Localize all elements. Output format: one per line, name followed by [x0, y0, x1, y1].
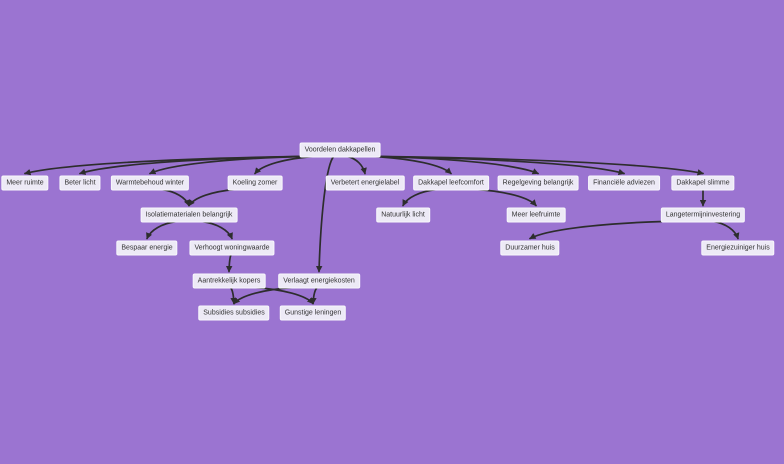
edge-dakkapel-leefcomfort-to-meer-leefruimte [475, 188, 537, 207]
edge-koeling-zomer-to-isolatiematerialen-belangrijk [188, 188, 237, 207]
mindmap-node-gunstige-leningen[interactable]: Gunstige leningen [279, 305, 347, 321]
edge-langetermijninvestering-to-duurzamer-huis [529, 220, 664, 240]
mindmap-node-aantrekkelijk-kopers[interactable]: Aantrekkelijk kopers [192, 273, 266, 289]
edge-root-to-warmtebehoud-winter [149, 155, 303, 175]
edge-dakkapel-leefcomfort-to-natuurlijk-licht [402, 188, 438, 207]
edge-verhoogt-woningwaarde-to-aantrekkelijk-kopers [225, 253, 233, 273]
mindmap-node-langetermijninvestering[interactable]: Langetermijninvestering [660, 207, 746, 223]
edge-verlaagt-energiekosten-to-subsidies-subsidies [233, 286, 295, 305]
mindmap-node-natuurlijk-licht[interactable]: Natuurlijk licht [376, 207, 430, 223]
mindmap-node-meer-leefruimte[interactable]: Meer leefruimte [506, 207, 566, 223]
edge-langetermijninvestering-to-energiezuiniger-huis [712, 220, 740, 240]
edge-root-to-verlaagt-energiekosten [315, 155, 335, 273]
edge-aantrekkelijk-kopers-to-subsidies-subsidies [229, 286, 237, 305]
mindmap-node-energiezuiniger-huis[interactable]: Energiezuiniger huis [701, 240, 775, 256]
mindmap-node-beter-licht[interactable]: Beter licht [59, 175, 101, 191]
edge-aantrekkelijk-kopers-to-gunstige-leningen [253, 286, 314, 305]
mindmap-node-verbetert-energielabel[interactable]: Verbetert energielabel [325, 175, 405, 191]
mindmap-node-meer-ruimte[interactable]: Meer ruimte [1, 175, 49, 191]
edge-root-to-meer-ruimte [24, 155, 303, 176]
mindmap-node-duurzamer-huis[interactable]: Duurzamer huis [500, 240, 560, 256]
mindmap-node-koeling-zomer[interactable]: Koeling zomer [227, 175, 283, 191]
mindmap-node-financiele-adviezen[interactable]: Financiële adviezen [588, 175, 660, 191]
mindmap-node-verlaagt-energiekosten[interactable]: Verlaagt energiekosten [278, 273, 360, 289]
mindmap-node-subsidies-subsidies[interactable]: Subsidies subsidies [198, 305, 270, 321]
mindmap-node-dakkapel-slimme[interactable]: Dakkapel slimme [671, 175, 735, 191]
edge-isolatiematerialen-belangrijk-to-verhoogt-woningwaarde [201, 220, 233, 240]
edge-warmtebehoud-winter-to-isolatiematerialen-belangrijk [160, 188, 190, 207]
mindmap-node-dakkapel-leefcomfort[interactable]: Dakkapel leefcomfort [413, 175, 489, 191]
mindmap-node-verhoogt-woningwaarde[interactable]: Verhoogt woningwaarde [189, 240, 275, 256]
mindmap-node-regelgeving-belangrijk[interactable]: Regelgeving belangrijk [497, 175, 579, 191]
edge-root-to-dakkapel-slimme [377, 155, 704, 176]
edge-root-to-verbetert-energielabel [346, 155, 367, 175]
mindmap-node-bespaar-energie[interactable]: Bespaar energie [116, 240, 178, 256]
edge-isolatiematerialen-belangrijk-to-bespaar-energie [146, 220, 178, 240]
mindmap-node-root[interactable]: Voordelen dakkapellen [299, 142, 381, 158]
edge-root-to-koeling-zomer [254, 155, 316, 175]
mindmap-node-warmtebehoud-winter[interactable]: Warmtebehoud winter [110, 175, 190, 191]
edge-verlaagt-energiekosten-to-gunstige-leningen [310, 286, 319, 305]
mindmap-node-isolatiematerialen-belangrijk[interactable]: Isolatiematerialen belangrijk [140, 207, 238, 223]
